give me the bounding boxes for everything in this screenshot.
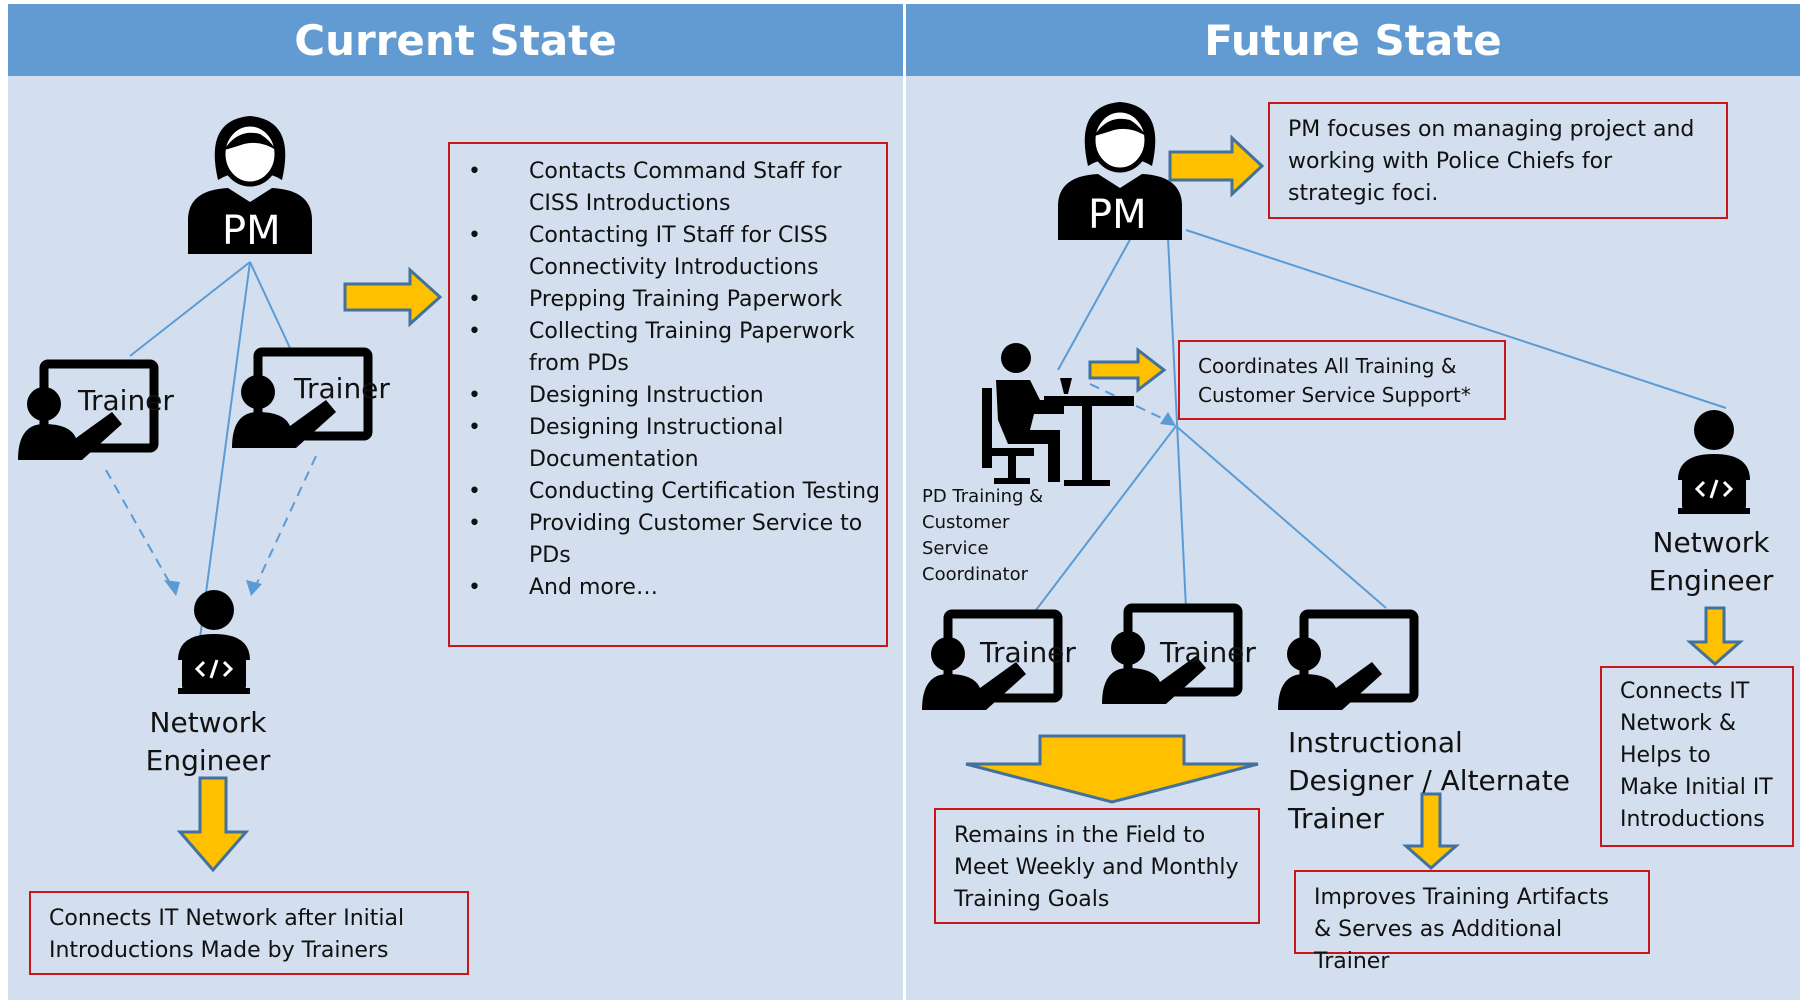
designer-note-box: Improves Training Artifacts & Serves as … — [1294, 870, 1650, 974]
current-trainer-1-label: Trainer — [78, 384, 174, 417]
coordinator-note-box: Coordinates All Training & Customer Serv… — [1178, 340, 1506, 420]
task-item: Prepping Training Paperwork — [450, 284, 886, 316]
task-item: Contacting IT Staff for CISS Connectivit… — [450, 220, 886, 284]
coordinator-arrow-right — [1088, 346, 1167, 394]
task-item: Providing Customer Service to PDs — [450, 508, 886, 572]
coordinator-icon — [982, 343, 1134, 486]
task-item: Contacts Command Staff for CISS Introduc… — [450, 156, 886, 220]
instructional-designer-label: Instructional Designer / Alternate Train… — [1288, 726, 1570, 835]
task-item: And more… — [450, 572, 886, 604]
future-trainer-1-label: Trainer — [980, 636, 1076, 669]
future-pm-note-box: PM focuses on managing project and worki… — [1268, 102, 1728, 219]
trainers-note-box: Remains in the Field to Meet Weekly and … — [934, 808, 1260, 924]
future-engineer-arrow-down — [1686, 606, 1744, 666]
dashed-arrowhead-right — [246, 580, 262, 596]
future-engineer-note-box: Connects IT Network & Helps to Make Init… — [1600, 666, 1794, 847]
task-item: Collecting Training Paperwork from PDs — [450, 316, 886, 380]
current-pm-arrow-right — [343, 266, 443, 328]
current-trainer-2-label: Trainer — [294, 372, 390, 405]
task-item: Conducting Certification Testing — [450, 476, 886, 508]
future-connectors — [1035, 229, 1727, 611]
current-pm-tasks-list: Contacts Command Staff for CISS Introduc… — [450, 156, 886, 604]
future-network-engineer-label: Network Engineer — [1648, 526, 1774, 597]
instructional-designer-icon — [1278, 614, 1414, 710]
trainers-arrow-down — [965, 734, 1259, 804]
dashed-arrowhead-left — [164, 580, 180, 596]
current-state-header: Current State — [8, 4, 903, 76]
coordinator-label: PD Training & Customer Service Coordinat… — [922, 486, 1044, 585]
designer-arrow-down — [1402, 792, 1460, 870]
future-state-header: Future State — [906, 4, 1800, 76]
current-pm-label: PM — [222, 208, 281, 254]
current-engineer-note-box: Connects IT Network after Initial Introd… — [29, 891, 469, 975]
future-network-engineer-icon — [1676, 408, 1752, 516]
current-engineer-arrow-down — [176, 776, 250, 873]
future-pm-label: PM — [1088, 192, 1147, 238]
task-item: Designing Instructional Documentation — [450, 412, 886, 476]
current-network-engineer-label: Network Engineer — [145, 706, 271, 777]
current-network-engineer-icon — [176, 588, 252, 696]
current-pm-tasks-box: Contacts Command Staff for CISS Introduc… — [448, 142, 888, 647]
future-dashed-arrowhead — [1160, 412, 1176, 426]
task-item: Designing Instruction — [450, 380, 886, 412]
future-trainer-2-label: Trainer — [1160, 636, 1256, 669]
future-pm-arrow-right — [1168, 134, 1265, 198]
